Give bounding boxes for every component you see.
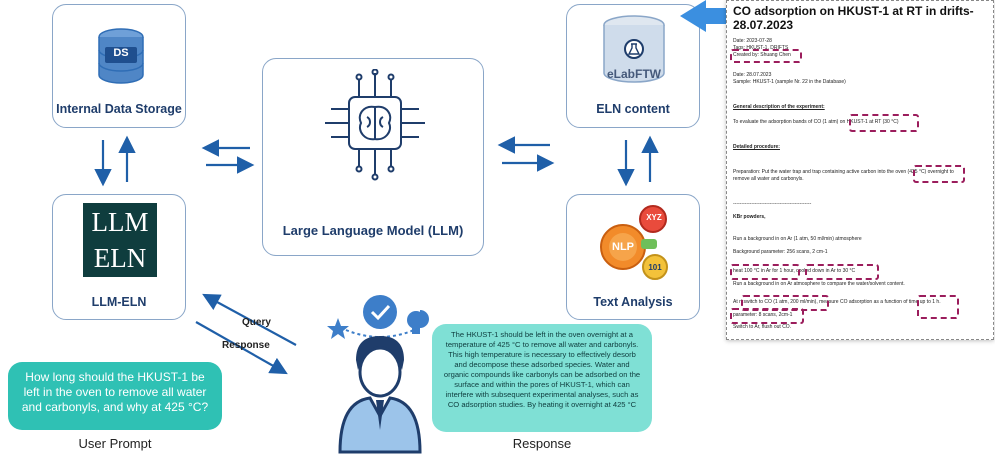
doc-line: ----------------------------------------… — [733, 201, 812, 207]
check-icon — [363, 295, 397, 329]
highlight-parameter — [730, 308, 804, 324]
doc-line: Tags: HKUST-1, DRIFTS — [733, 45, 789, 51]
llm-eln-label: LLM-ELN — [91, 295, 147, 309]
response-flow-label: Response — [222, 340, 270, 351]
internal-data-storage-box: DS Internal Data Storage — [52, 4, 186, 128]
eln-content-label: ELN content — [596, 102, 670, 116]
doc-line: Run a background in on Ar atmosphere to … — [733, 281, 905, 287]
highlight-oven — [913, 165, 965, 183]
llm-eln-logo: LLM ELN — [83, 203, 157, 277]
doc-line: heat 100 °C in Ar for 1 hour, cooled dow… — [733, 268, 856, 274]
doc-heading: Detailed procedure: — [733, 144, 780, 150]
llm-box: Large Language Model (LLM) — [262, 58, 484, 256]
highlight-cooled — [805, 264, 879, 280]
gear-label-101: 101 — [648, 263, 662, 272]
database-icon-text: DS — [113, 47, 129, 59]
highlight-temperature — [849, 114, 919, 132]
doc-line: At rt switch to CO (1 atm, 200 ml/min), … — [733, 299, 941, 305]
highlight-heat — [730, 264, 800, 280]
document-title: CO adsorption on HKUST-1 at RT in drifts… — [733, 4, 974, 32]
doc-line: Sample: HKUST-1 (sample Nr. 22 in the Da… — [733, 79, 846, 85]
highlight-time — [917, 295, 959, 319]
doc-line: remove all water and carbonyls. — [733, 176, 804, 182]
llm-label: Large Language Model (LLM) — [282, 223, 464, 238]
doc-line: Date: 28.07.2023 — [733, 72, 772, 78]
internal-data-storage-label: Internal Data Storage — [56, 102, 182, 116]
nlp-gears-icon — [600, 205, 668, 280]
arrow-doc-pointer — [680, 0, 726, 32]
person-illustration — [327, 295, 429, 454]
eln-document: CO adsorption on HKUST-1 at RT in drifts… — [726, 0, 994, 340]
highlight-created-by — [730, 49, 802, 63]
doc-line: Date: 2023-07-28 — [733, 38, 772, 44]
brain-chip-icon — [325, 69, 425, 181]
doc-line: parameter: 8 scans, 2cm-1 — [733, 312, 793, 318]
doc-heading: KBr powders, — [733, 214, 766, 220]
llm-eln-box: LLM ELN LLM-ELN — [52, 194, 186, 320]
gear-label-nlp: NLP — [612, 241, 634, 253]
doc-line: To evaluate the adsorption bands of CO (… — [733, 119, 899, 125]
query-label: Query — [242, 317, 271, 328]
star-icon — [327, 318, 349, 339]
response-bubble: The HKUST-1 should be left in the oven o… — [432, 324, 652, 432]
highlight-co-switch — [741, 295, 829, 311]
arrow-query — [202, 293, 297, 346]
doc-line: Run a background in on Ar (1 atm, 50 ml/… — [733, 236, 862, 242]
doc-line: Preparation: Put the water trap and trap… — [733, 169, 954, 175]
response-text: The HKUST-1 should be left in the oven o… — [443, 330, 641, 409]
doc-line: Created by: Shuang Chen — [733, 52, 791, 58]
user-prompt-text: How long should the HKUST-1 be left in t… — [21, 370, 209, 414]
gear-label-xyz: XYZ — [646, 213, 662, 222]
elabftw-text: eLabFTW — [607, 67, 661, 81]
doc-line: Background parameter: 256 scans, 2 cm-1 — [733, 249, 828, 255]
llm-eln-logo-line1: LLM — [91, 207, 149, 237]
database-icon — [98, 28, 144, 84]
response-caption: Response — [512, 436, 572, 451]
user-prompt-bubble: How long should the HKUST-1 be left in t… — [8, 362, 222, 430]
elabftw-database-icon — [603, 15, 665, 83]
text-analysis-box: XYZ NLP 101 Text Analysis — [566, 194, 700, 320]
eln-content-box: eLabFTW ELN content — [566, 4, 700, 128]
user-prompt-caption: User Prompt — [78, 436, 152, 451]
text-analysis-label: Text Analysis — [593, 295, 673, 309]
doc-heading: General description of the experiment: — [733, 104, 825, 110]
doc-line: Switch to Ar, flush out CO. — [733, 324, 792, 330]
llm-eln-logo-line2: ELN — [93, 243, 147, 273]
arrow-response — [195, 321, 288, 375]
